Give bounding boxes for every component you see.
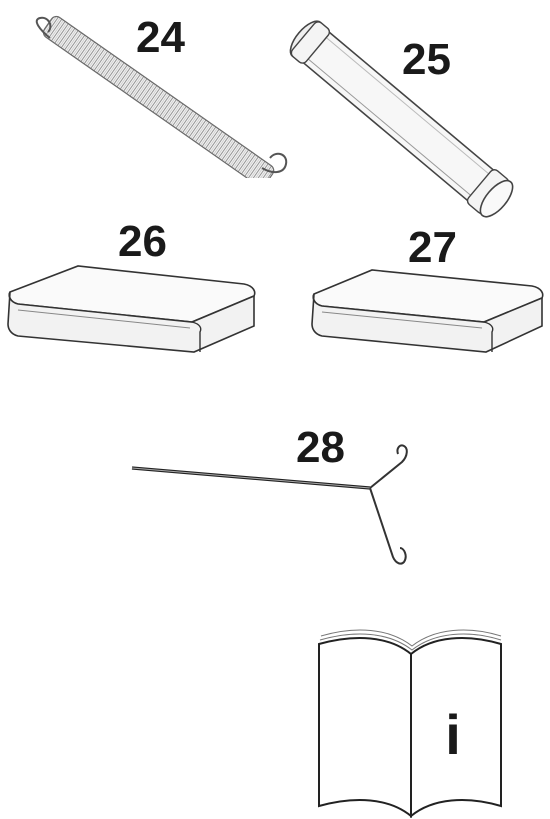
part-number-28: 28 <box>296 423 345 472</box>
pad-icon <box>7 265 256 353</box>
pad-icon <box>311 269 544 353</box>
info-letter: i <box>445 703 461 766</box>
part-number-25: 25 <box>402 35 451 84</box>
part-number-26: 26 <box>118 217 167 266</box>
instruction-manual-icon: i <box>318 629 502 818</box>
tube-icon <box>289 20 514 218</box>
part-number-27: 27 <box>408 223 457 272</box>
part-number-24: 24 <box>136 13 185 62</box>
spring-puller-tool-icon <box>131 444 408 565</box>
spring-icon <box>35 15 288 178</box>
